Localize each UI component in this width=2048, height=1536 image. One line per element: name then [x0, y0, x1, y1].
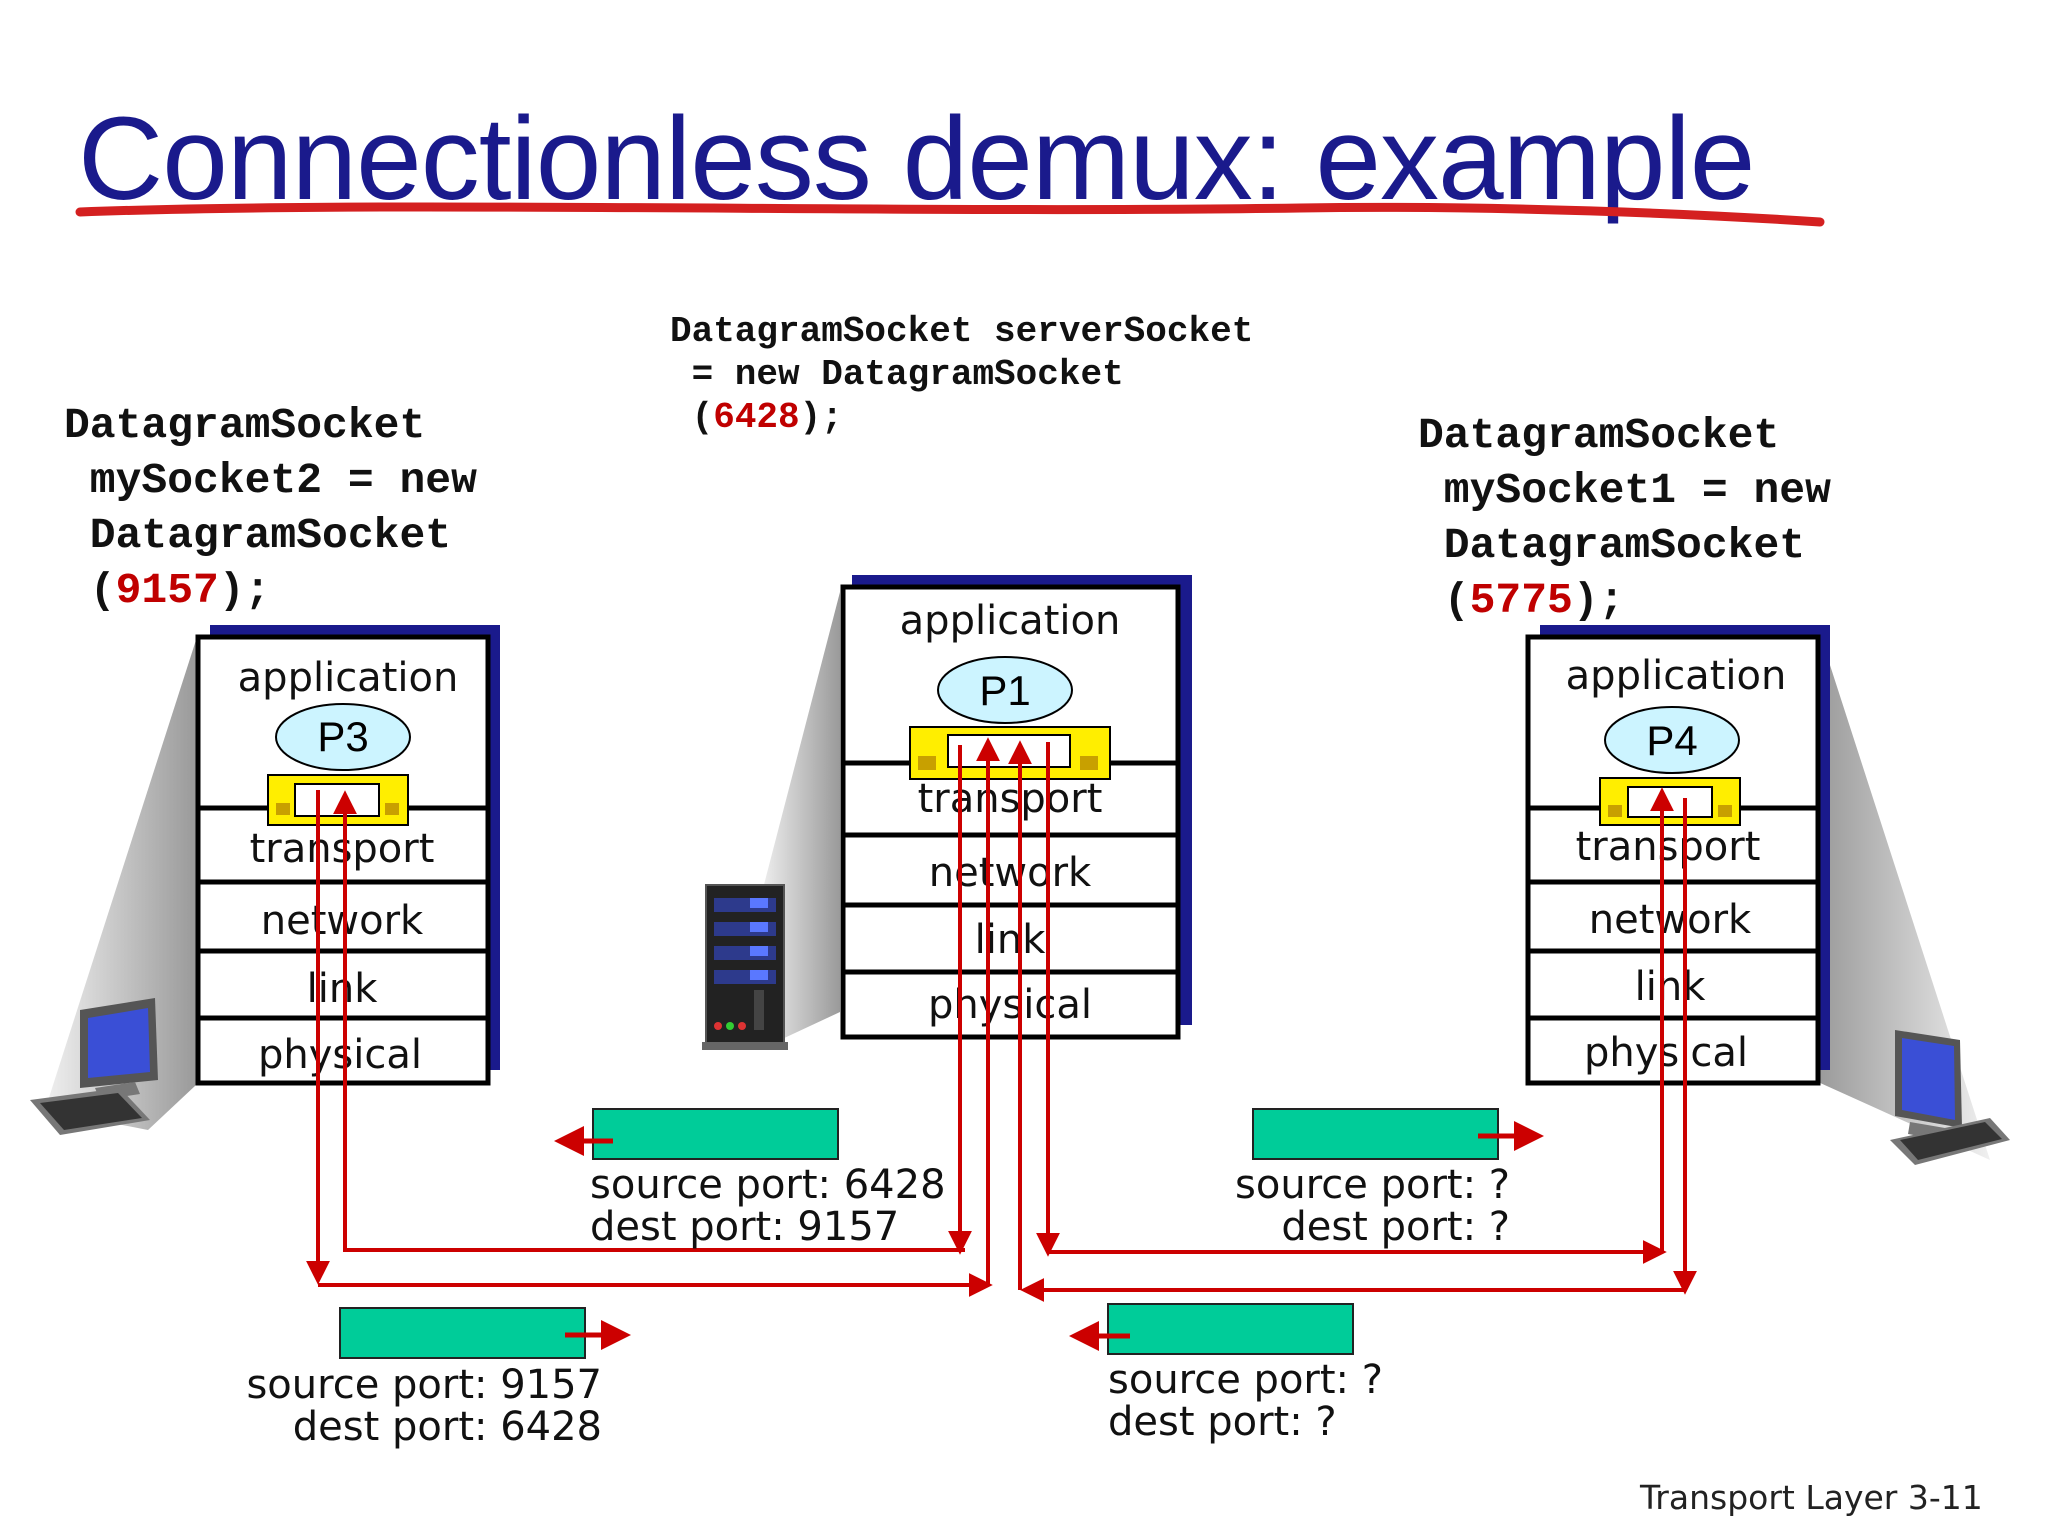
segment-s1-dest: dest port: 9157 — [590, 1204, 899, 1250]
segment-s3-source: source port: 9157 — [246, 1362, 602, 1408]
right-code-line-3: DatagramSocket — [1418, 521, 1806, 571]
right-code-line-1: DatagramSocket — [1418, 411, 1780, 460]
center-layer-transport: transport — [918, 776, 1103, 822]
segment-s2: source port: ? dest port: ? — [1235, 1108, 1544, 1250]
center-layer-network: network — [929, 850, 1092, 896]
right-process-label: P4 — [1646, 717, 1697, 764]
left-process-label: P3 — [317, 713, 368, 760]
desktop-computer-icon — [30, 998, 158, 1135]
right-socket-code: DatagramSocket mySocket1 = new DatagramS… — [1418, 408, 1831, 628]
center-layer-physical: physical — [928, 982, 1092, 1028]
footer-section: Transport Layer — [1640, 1478, 1898, 1517]
right-layer-transport: transport — [1576, 824, 1761, 870]
left-host-beam — [45, 640, 196, 1130]
right-code-line-2: mySocket1 = new — [1418, 466, 1831, 516]
center-layer-link: link — [975, 917, 1047, 963]
left-code-line-2: mySocket2 = new — [64, 456, 477, 506]
left-process-ellipse — [275, 703, 411, 771]
right-layer-link: link — [1635, 964, 1707, 1010]
title-underline — [75, 202, 1825, 227]
left-layer-transport: transport — [250, 826, 435, 872]
segment-s4: source port: ? dest port: ? — [1069, 1303, 1383, 1445]
left-layer-network: network — [261, 898, 424, 944]
segment-s3: source port: 9157 dest port: 6428 — [246, 1307, 631, 1450]
right-layer-application: application — [1566, 653, 1787, 699]
center-process-label: P1 — [979, 667, 1030, 714]
right-protocol-stack: application P4 transport network link ph… — [1525, 625, 1830, 1086]
desktop-computer-icon — [1890, 1030, 2010, 1165]
right-process-ellipse — [1604, 706, 1740, 774]
slide-footer: Transport Layer 3-11 — [1640, 1478, 1983, 1517]
server-tower-icon — [702, 884, 788, 1050]
right-port-number: 5775 — [1469, 576, 1573, 626]
right-stack-box — [1525, 634, 1821, 1086]
right-host-beam — [1818, 628, 1990, 1160]
right-layer-network: network — [1589, 897, 1752, 943]
segment-s1-source: source port: 6428 — [590, 1162, 946, 1208]
right-code-close: ); — [1572, 576, 1625, 626]
segment-s4-source: source port: ? — [1108, 1357, 1383, 1403]
packet-flow-arrows — [306, 737, 1697, 1302]
segment-s4-dest: dest port: ? — [1108, 1399, 1337, 1445]
left-port-number: 9157 — [115, 566, 219, 616]
center-code-close: ); — [799, 397, 843, 439]
left-code-close: ); — [218, 566, 271, 616]
left-code-line-1: DatagramSocket — [64, 401, 426, 450]
segment-s1: source port: 6428 dest port: 9157 — [554, 1108, 946, 1250]
right-layer-physical: physical — [1584, 1030, 1748, 1076]
right-code-open: ( — [1418, 576, 1470, 626]
left-socket-code: DatagramSocket mySocket2 = new DatagramS… — [64, 398, 477, 618]
server-protocol-stack: application P1 transport network link ph… — [840, 575, 1192, 1040]
center-code-line-1: DatagramSocket serverSocket — [670, 311, 1254, 352]
left-layer-application: application — [238, 655, 459, 701]
segment-s2-dest: dest port: ? — [1281, 1204, 1510, 1250]
segment-s2-source: source port: ? — [1235, 1162, 1510, 1208]
center-code-line-2: = new DatagramSocket — [670, 354, 1124, 396]
left-code-line-3: DatagramSocket — [64, 511, 452, 561]
center-port-number: 6428 — [713, 397, 800, 439]
center-process-ellipse — [937, 656, 1073, 724]
server-socket-code: DatagramSocket serverSocket = new Datagr… — [670, 310, 1253, 440]
left-layer-physical: physical — [258, 1032, 422, 1078]
left-protocol-stack: application P3 transport network link ph… — [195, 625, 500, 1086]
footer-page-number: 3-11 — [1907, 1478, 1983, 1517]
left-code-open: ( — [64, 566, 116, 616]
center-layer-application: application — [900, 598, 1121, 644]
center-code-open: ( — [670, 397, 714, 439]
segment-s3-dest: dest port: 6428 — [293, 1404, 602, 1450]
